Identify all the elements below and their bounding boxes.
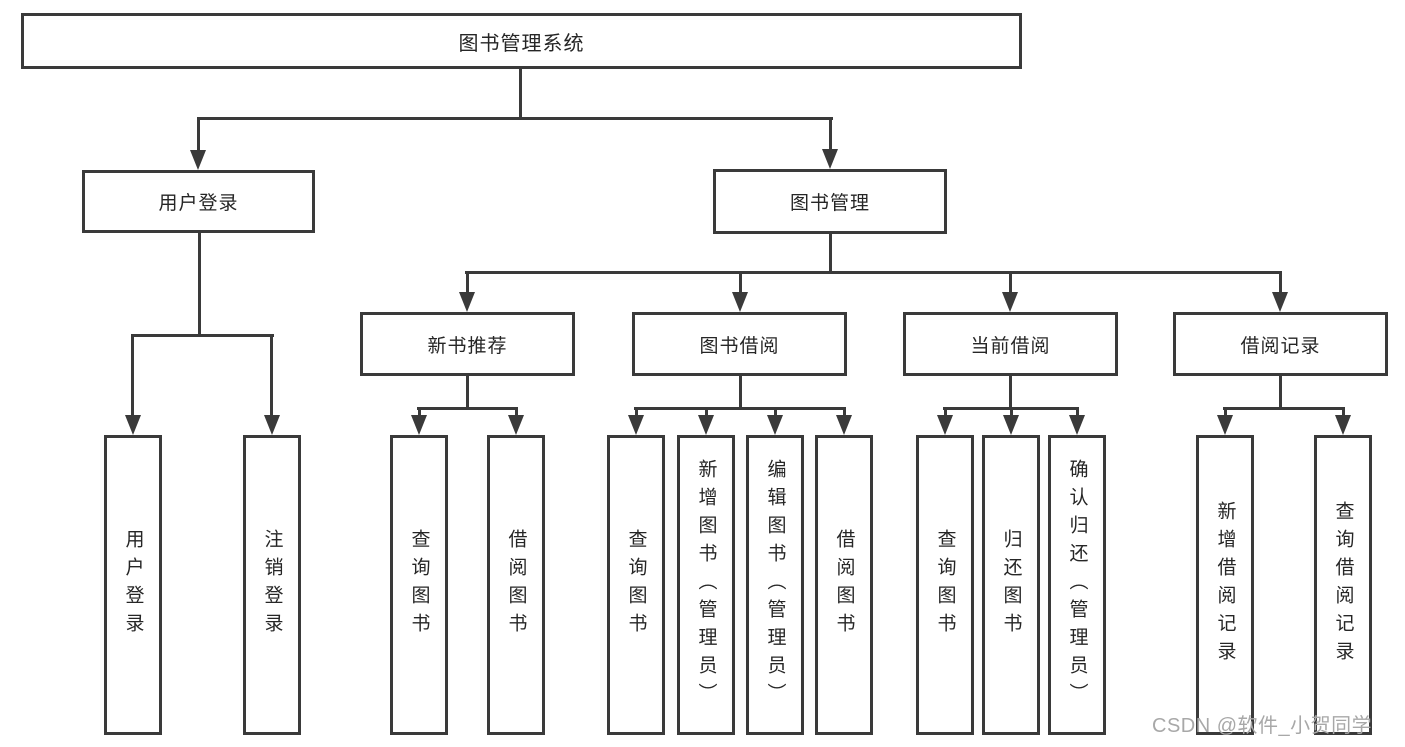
node-new-book-recommend: 新书推荐	[360, 312, 575, 376]
leaf-borrow-books: 借阅图书	[815, 435, 873, 735]
node-current-borrowing: 当前借阅	[903, 312, 1118, 376]
connector-line	[131, 334, 134, 417]
leaf-confirm-return-admin: 确认归还（管理员）	[1048, 435, 1106, 735]
node-book-borrowing: 图书借阅	[632, 312, 847, 376]
leaf-query-borrow-record: 查询借阅记录	[1314, 435, 1372, 735]
arrowhead-down-icon	[937, 415, 953, 435]
node-book-management-system: 图书管理系统	[21, 13, 1022, 69]
connector-line	[739, 271, 742, 294]
node-label: 注销登录	[261, 529, 283, 641]
leaf-borrow-books-recommend: 借阅图书	[487, 435, 545, 735]
connector-line	[519, 69, 522, 118]
connector-line	[515, 407, 518, 417]
node-label: 图书借阅	[699, 335, 780, 357]
leaf-query-books-current: 查询图书	[916, 435, 974, 735]
leaf-return-books: 归还图书	[982, 435, 1040, 735]
node-label: 图书管理	[789, 193, 870, 214]
connector-line	[1279, 376, 1282, 409]
connector-line	[829, 117, 832, 151]
node-label: 查询借阅记录	[1332, 501, 1354, 669]
leaf-add-books-admin: 新增图书（管理员）	[677, 435, 735, 735]
connector-line	[1224, 407, 1227, 417]
connector-line	[417, 407, 518, 410]
connector-line	[635, 407, 638, 417]
connector-line	[843, 407, 846, 417]
connector-line	[466, 271, 469, 294]
node-user-login: 用户登录	[82, 170, 315, 233]
arrowhead-down-icon	[767, 415, 783, 435]
arrowhead-down-icon	[698, 415, 714, 435]
leaf-logout: 注销登录	[243, 435, 301, 735]
node-label: 新增图书（管理员）	[695, 459, 717, 711]
node-label: 查询图书	[625, 529, 647, 641]
node-label: 借阅记录	[1240, 335, 1321, 357]
node-borrowing-records: 借阅记录	[1173, 312, 1388, 376]
node-label: 借阅图书	[505, 529, 527, 641]
node-book-management: 图书管理	[713, 169, 947, 234]
node-label: 当前借阅	[970, 335, 1051, 357]
connector-line	[197, 117, 833, 120]
arrowhead-down-icon	[822, 149, 838, 169]
node-label: 查询图书	[934, 529, 956, 641]
leaf-add-borrow-record: 新增借阅记录	[1196, 435, 1254, 735]
connector-line	[466, 376, 469, 409]
arrowhead-down-icon	[508, 415, 524, 435]
node-label: 新增借阅记录	[1214, 501, 1236, 669]
node-label: 用户登录	[158, 193, 239, 214]
connector-line	[131, 334, 274, 337]
arrowhead-down-icon	[264, 415, 280, 435]
csdn-watermark: CSDN @软件_小贺同学	[1152, 715, 1373, 737]
arrowhead-down-icon	[1003, 415, 1019, 435]
connector-line	[1010, 407, 1013, 417]
leaf-query-books-recommend: 查询图书	[390, 435, 448, 735]
connector-line	[465, 271, 1282, 274]
arrowhead-down-icon	[190, 150, 206, 170]
arrowhead-down-icon	[836, 415, 852, 435]
node-label: 借阅图书	[833, 529, 855, 641]
node-label: 编辑图书（管理员）	[764, 459, 786, 711]
connector-line	[774, 407, 777, 417]
leaf-user-login: 用户登录	[104, 435, 162, 735]
node-label: 用户登录	[122, 529, 144, 641]
connector-line	[418, 407, 421, 417]
arrowhead-down-icon	[1217, 415, 1233, 435]
connector-line	[1009, 271, 1012, 294]
connector-line	[1342, 407, 1345, 417]
connector-line	[1076, 407, 1079, 417]
arrowhead-down-icon	[1069, 415, 1085, 435]
arrowhead-down-icon	[411, 415, 427, 435]
arrowhead-down-icon	[1002, 292, 1018, 312]
connector-line	[1223, 407, 1345, 410]
leaf-query-books-borrowing: 查询图书	[607, 435, 665, 735]
connector-line	[634, 407, 846, 410]
arrowhead-down-icon	[1272, 292, 1288, 312]
connector-line	[197, 117, 200, 152]
node-label: 查询图书	[408, 529, 430, 641]
node-label: 归还图书	[1000, 529, 1022, 641]
connector-line	[944, 407, 947, 417]
connector-line	[739, 376, 742, 409]
leaf-edit-books-admin: 编辑图书（管理员）	[746, 435, 804, 735]
arrowhead-down-icon	[125, 415, 141, 435]
node-label: 新书推荐	[427, 335, 508, 357]
connector-line	[1009, 376, 1012, 409]
arrowhead-down-icon	[732, 292, 748, 312]
connector-line	[829, 234, 832, 274]
arrowhead-down-icon	[628, 415, 644, 435]
connector-line	[705, 407, 708, 417]
node-label: 确认归还（管理员）	[1066, 459, 1088, 711]
node-label: 图书管理系统	[458, 32, 585, 55]
connector-line	[198, 233, 201, 336]
connector-line	[1279, 271, 1282, 294]
arrowhead-down-icon	[1335, 415, 1351, 435]
arrowhead-down-icon	[459, 292, 475, 312]
connector-line	[270, 334, 273, 417]
